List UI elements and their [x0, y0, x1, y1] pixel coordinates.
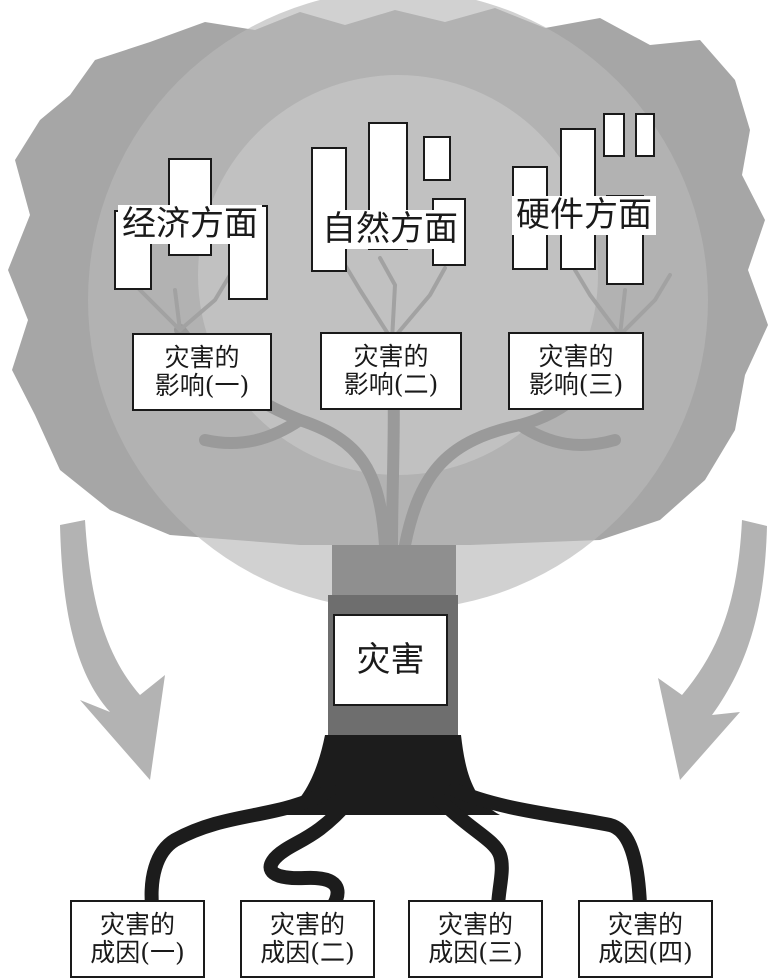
cause-box-2: 灾害的 成因(二): [240, 900, 375, 978]
impact-box-1-line2: 影响(一): [154, 371, 250, 400]
tree-twigs: [128, 256, 672, 342]
impact-box-1-line1: 灾害的: [164, 343, 240, 372]
left-arrow: [60, 520, 165, 780]
right-arrow: [658, 520, 767, 780]
impact-box-2-line2: 影响(二): [343, 370, 439, 399]
crown-glow-inner: [198, 75, 598, 475]
impact-box-2-line1: 灾害的: [353, 342, 429, 371]
cause-box-4-line2: 成因(四): [598, 938, 693, 967]
trunk-top: [332, 545, 456, 595]
impact-box-2: 灾害的 影响(二): [320, 332, 462, 410]
category-label-nature: 自然方面: [318, 209, 462, 250]
cause-box-4-line1: 灾害的: [607, 910, 683, 939]
impact-box-3-line1: 灾害的: [538, 342, 614, 371]
column-6: [423, 136, 451, 181]
cause-box-4: 灾害的 成因(四): [578, 900, 713, 978]
column-11: [635, 113, 655, 157]
impact-box-1: 灾害的 影响(一): [132, 333, 272, 411]
tree-roots: [144, 783, 647, 915]
column-4: [311, 147, 347, 272]
column-10: [603, 113, 625, 157]
impact-box-3: 灾害的 影响(三): [508, 332, 644, 410]
cause-box-3-line2: 成因(三): [428, 938, 523, 967]
category-label-hardware: 硬件方面: [512, 195, 656, 236]
trunk-label: 灾害: [356, 639, 425, 680]
trunk-base: [282, 735, 500, 815]
cause-box-2-line1: 灾害的: [269, 910, 345, 939]
category-label-economy: 经济方面: [118, 204, 262, 245]
cause-box-3: 灾害的 成因(三): [408, 900, 543, 978]
trunk-label-box: 灾害: [333, 614, 448, 706]
cause-box-1-line2: 成因(一): [90, 938, 185, 967]
impact-box-3-line2: 影响(三): [528, 370, 624, 399]
cause-box-1: 灾害的 成因(一): [70, 900, 205, 978]
cause-box-3-line1: 灾害的: [437, 910, 513, 939]
cause-box-1-line1: 灾害的: [99, 910, 175, 939]
cause-box-2-line2: 成因(二): [260, 938, 355, 967]
